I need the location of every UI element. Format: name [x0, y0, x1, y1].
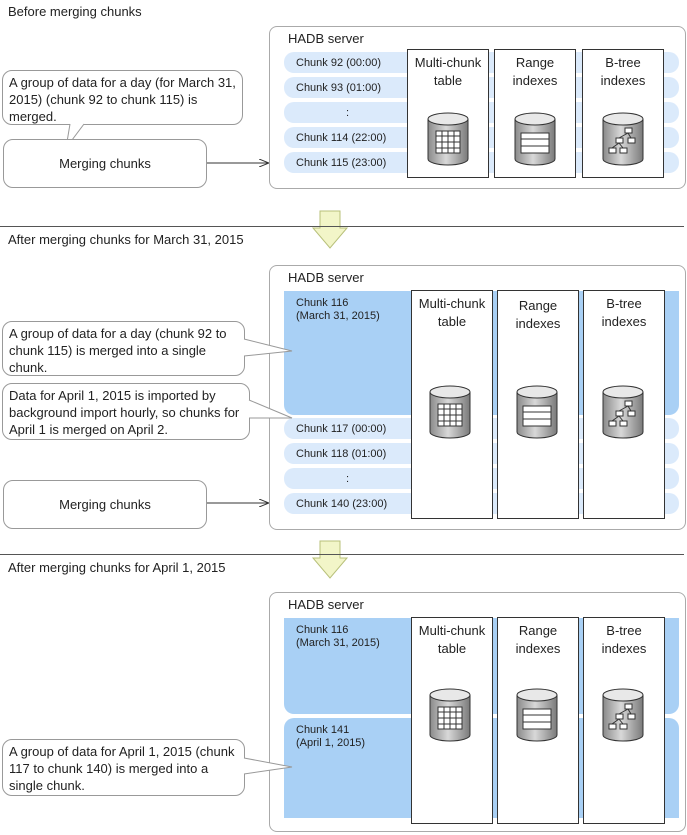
hadb-server-box: HADB server Chunk 116 (March 31, 2015) C… — [269, 592, 686, 832]
server-title: HADB server — [288, 31, 364, 46]
section-title-after-april: After merging chunks for April 1, 2015 — [8, 560, 226, 575]
section-title-before: Before merging chunks — [8, 4, 142, 19]
down-arrow-icon — [311, 210, 349, 249]
callout-april-merged: A group of data for April 1, 2015 (chunk… — [2, 739, 245, 796]
divider — [0, 226, 684, 227]
down-arrow-icon — [311, 540, 349, 579]
divider — [0, 554, 684, 555]
hadb-server-box: HADB server Chunk 116 (March 31, 2015) C… — [269, 265, 686, 530]
table-db-icon — [427, 112, 469, 166]
merge-chunks-box: Merging chunks — [3, 480, 207, 529]
multi-chunk-table-column: Multi-chunk table — [411, 290, 493, 519]
hadb-server-box: HADB server Chunk 92 (00:00) Chunk 93 (0… — [269, 26, 686, 189]
range-index-db-icon — [514, 112, 556, 166]
callout-merged-single: A group of data for a day (chunk 92 to c… — [2, 321, 245, 376]
callout-merge-day: A group of data for a day (for March 31,… — [2, 70, 243, 125]
table-db-icon — [429, 688, 471, 742]
server-title: HADB server — [288, 270, 364, 285]
server-title: HADB server — [288, 597, 364, 612]
table-db-icon — [429, 385, 471, 439]
merge-chunks-box: Merging chunks — [3, 139, 207, 188]
btree-db-icon — [602, 688, 644, 742]
btree-db-icon — [602, 112, 644, 166]
range-index-db-icon — [516, 688, 558, 742]
btree-db-icon — [602, 385, 644, 439]
section-title-after-march: After merging chunks for March 31, 2015 — [8, 232, 244, 247]
range-index-db-icon — [516, 385, 558, 439]
